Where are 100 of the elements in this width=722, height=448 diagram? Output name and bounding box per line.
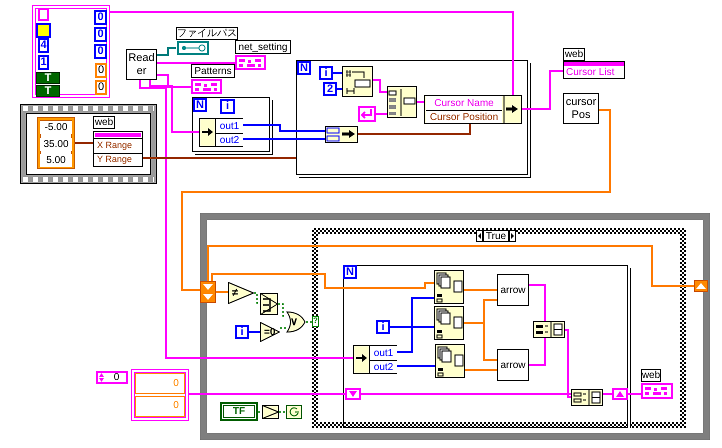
shift-register <box>200 281 216 303</box>
format-function-block <box>342 66 373 97</box>
wire <box>464 289 497 291</box>
constant-value: 5.00 <box>40 154 72 167</box>
wire <box>243 138 325 140</box>
output-label: out2 <box>369 360 397 373</box>
wire <box>628 393 641 395</box>
shift-register <box>694 280 708 292</box>
wire <box>157 47 176 56</box>
property-node <box>93 116 143 167</box>
shift-register <box>612 388 628 400</box>
wire <box>157 62 235 64</box>
unbundle-node <box>353 345 397 374</box>
wire <box>465 369 497 371</box>
wire <box>181 109 611 291</box>
subvi-block: arrow <box>497 349 529 381</box>
numeric-cluster-constant <box>37 117 75 169</box>
build-cluster-block <box>571 389 603 406</box>
subvi-block: cursor Pos <box>563 93 599 124</box>
for-loop <box>343 265 628 428</box>
wire <box>417 101 424 103</box>
wire <box>337 88 342 90</box>
constant-value: 0 <box>95 63 107 78</box>
case-selector-label: True <box>483 230 509 242</box>
element-label: Cursor Name <box>426 96 502 110</box>
subvi-block: arrow <box>497 274 529 306</box>
wire <box>258 411 262 413</box>
wire <box>358 124 471 135</box>
constant-label: Patterns <box>191 64 235 78</box>
wire <box>110 11 514 95</box>
numeric-constant: 2 <box>323 82 337 96</box>
wire <box>397 365 435 367</box>
constant-value: 1 <box>38 55 49 70</box>
wire <box>75 142 93 144</box>
iteration-terminal: i <box>235 325 249 339</box>
constant-value: 0 <box>172 399 180 412</box>
selector-terminal: ? <box>312 316 319 327</box>
constant-label: net_setting <box>235 40 291 54</box>
path-label: ファイルパス <box>176 27 238 40</box>
wire <box>306 321 312 323</box>
iteration-terminal: i <box>376 320 390 334</box>
cluster-constant <box>32 5 110 98</box>
index-array-block <box>434 306 464 340</box>
constant-value: T <box>36 85 60 97</box>
wire <box>280 327 286 329</box>
owner-label: web <box>93 116 115 129</box>
build-array-block <box>387 86 417 118</box>
numeric-constant <box>96 371 128 384</box>
not-gate <box>262 405 279 419</box>
wire <box>529 284 546 321</box>
index-array-block <box>434 270 464 304</box>
empty-array-check <box>260 293 278 315</box>
or-gate: ∨ <box>286 311 306 333</box>
wire <box>189 393 345 395</box>
for-loop <box>192 97 270 152</box>
constant-value: T <box>36 72 60 84</box>
cluster-constant <box>191 64 235 95</box>
element-label: Cursor Position <box>426 110 502 123</box>
build-cluster-block <box>533 321 565 338</box>
wire <box>207 245 694 287</box>
enter-key-constant <box>358 106 376 122</box>
property-label: X Range <box>94 138 142 152</box>
for-loop <box>296 60 528 175</box>
cluster-indicator <box>641 369 673 399</box>
wire <box>139 80 353 359</box>
boolean-constant <box>220 402 258 421</box>
wire <box>373 79 387 93</box>
count-terminal: N <box>193 98 207 112</box>
iteration-terminal: i <box>319 66 333 80</box>
cluster-constant <box>235 40 291 71</box>
constant-value: -5.00 <box>40 121 72 134</box>
constant-value: 4 <box>38 38 49 53</box>
wire <box>249 331 260 333</box>
wire <box>529 338 546 366</box>
wire <box>243 124 325 132</box>
constant-value: 0 <box>94 10 107 25</box>
output-label: out1 <box>369 346 397 360</box>
property-label: Y Range <box>94 153 142 166</box>
numeric-value: 0 <box>112 372 120 383</box>
output-label: out1 <box>215 119 243 133</box>
constant-value: 0 <box>95 80 107 95</box>
shift-register <box>345 388 361 400</box>
output-label: out2 <box>215 133 243 146</box>
wire <box>279 411 286 413</box>
unbundle-node <box>199 118 243 147</box>
owner-label: web <box>563 48 585 61</box>
indicator-label: web <box>641 369 661 382</box>
constant-value: 0 <box>172 377 180 390</box>
wire <box>149 80 199 133</box>
loop-condition-terminal <box>286 405 302 419</box>
wire <box>464 322 497 361</box>
wire <box>143 157 296 159</box>
wire <box>157 74 191 88</box>
constant-value: 0 <box>94 44 107 59</box>
wire <box>565 329 571 398</box>
count-terminal: N <box>343 265 357 279</box>
wire <box>603 393 612 395</box>
wire <box>333 72 342 74</box>
wire <box>397 297 434 353</box>
wire <box>522 70 563 110</box>
